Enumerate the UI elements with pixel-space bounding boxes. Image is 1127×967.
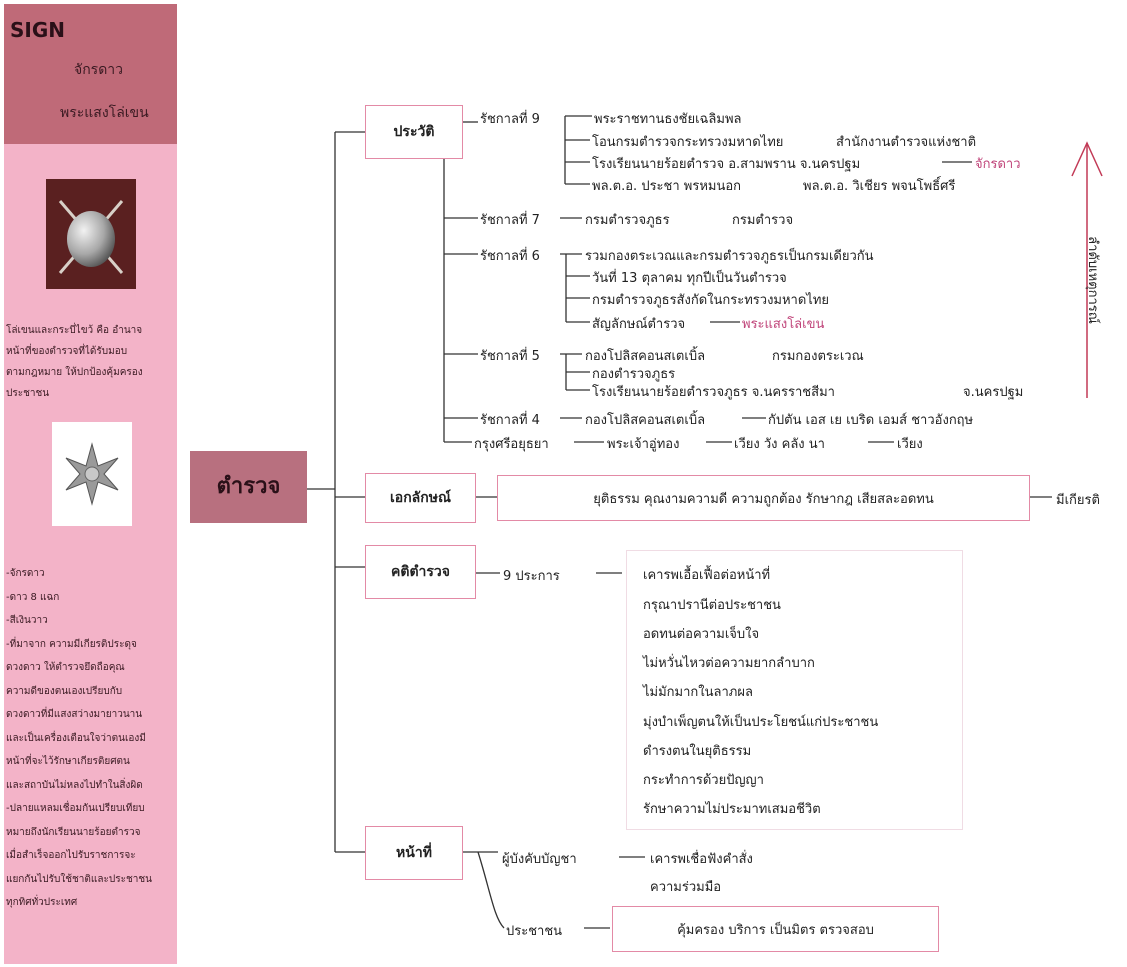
duty-public-label: ประชาชน <box>506 924 563 939</box>
duty-box: หน้าที่ <box>365 826 463 880</box>
ayutthaya-label: กรุงศรีอยุธยา <box>474 437 549 452</box>
root-label: ตำรวจ <box>216 474 281 499</box>
duty-commander-item: ความร่วมมือ <box>650 880 722 895</box>
history-item: กองตำรวจภูธร <box>592 367 676 382</box>
history-item: กรมตำรวจภูธร <box>585 213 670 228</box>
history-item: รวมกองตระเวณและกรมตำรวจภูธรเป็นกรมเดียวก… <box>585 249 874 264</box>
history-item: กรมตำรวจ <box>732 213 794 228</box>
identity-values: ยุติธรรม คุณงามความดี ความถูกต้อง รักษาก… <box>593 491 934 507</box>
duty-label: หน้าที่ <box>396 845 432 861</box>
history-item: พล.ต.อ. ประชา พรหมนอก <box>592 179 742 194</box>
history-item: วันที่ 13 ตุลาคม ทุกปีเป็นวันตำรวจ <box>592 271 787 286</box>
motto-item: อดทนต่อความเจ็บใจ <box>643 627 760 642</box>
sidebar-description-star: -จักรดาว -ดาว 8 แฉก -สีเงินวาว -ที่มาจาก… <box>6 568 152 908</box>
timeline-label: ลำดับเหตุการณ์ <box>1085 236 1100 324</box>
sign-line-shield: พระแสงโล่เขน <box>60 105 149 121</box>
star-emblem-image <box>52 422 132 526</box>
history-item: กองโปลิสคอนสเตเบิ้ล <box>585 349 706 364</box>
sign-title: SIGN <box>10 18 65 42</box>
sidebar-description-shield: โล่เขนและกระบี่ไขว้ คือ อำนาจ หน้าที่ของ… <box>6 325 143 399</box>
motto-item: กระทำการด้วยปัญญา <box>643 773 764 788</box>
history-item: กองโปลิสคอนสเตเบิ้ล <box>585 413 706 428</box>
identity-result: มีเกียรติ <box>1056 493 1100 508</box>
history-item: พล.ต.อ. วิเชียร พจนโพธิ์ศรี <box>803 179 956 194</box>
history-item: กัปตัน เอส เย เบริด เอมส์ ชาวอังกฤษ <box>768 413 974 428</box>
history-item: สัญลักษณ์ตำรวจ <box>592 317 686 332</box>
history-item: เวียง <box>897 437 923 452</box>
history-item: พระเจ้าอู่ทอง <box>607 437 680 452</box>
history-item-highlight: จักรดาว <box>975 157 1021 172</box>
motto-item: ไม่มักมากในลาภผล <box>643 685 753 700</box>
motto-item: รักษาความไม่ประมาทเสมอชีวิต <box>643 802 821 817</box>
motto-count: 9 ประการ <box>503 569 560 584</box>
duty-commander-label: ผู้บังคับบัญชา <box>502 852 577 867</box>
duty-public-items: คุ้มครอง บริการ เป็นมิตร ตรวจสอบ <box>677 922 874 938</box>
history-item: กรมตำรวจภูธรสังกัดในกระทรวงมหาดไทย <box>592 293 830 308</box>
motto-item: ไม่หวั่นไหวต่อความยากลำบาก <box>643 656 815 671</box>
identity-label: เอกลักษณ์ <box>390 490 451 506</box>
duty-public-box: คุ้มครอง บริการ เป็นมิตร ตรวจสอบ <box>612 906 939 952</box>
motto-item: ดำรงตนในยุติธรรม <box>643 744 752 759</box>
identity-box: เอกลักษณ์ <box>365 473 476 523</box>
history-item: โอนกรมตำรวจกระทรวงมหาดไทย <box>592 135 784 150</box>
history-item: โรงเรียนนายร้อยตำรวจภูธร จ.นครราชสีมา <box>592 385 835 400</box>
motto-item: กรุณาปรานีต่อประชาชน <box>643 598 781 613</box>
motto-item: มุ่งบำเพ็ญตนให้เป็นประโยชน์แก่ประชาชน <box>643 715 879 730</box>
history-label: ประวัติ <box>393 124 435 140</box>
reign-5-label: รัชกาลที่ 5 <box>480 349 540 364</box>
reign-7-label: รัชกาลที่ 7 <box>480 213 540 228</box>
shield-emblem-image <box>46 179 136 289</box>
motto-item: เคารพเอื้อเฟื้อต่อหน้าที่ <box>643 568 771 583</box>
reign-4-label: รัชกาลที่ 4 <box>480 413 540 428</box>
root-node: ตำรวจ <box>190 451 307 523</box>
history-item: โรงเรียนนายร้อยตำรวจ อ.สามพราน จ.นครปฐม <box>592 157 861 172</box>
reign-6-label: รัชกาลที่ 6 <box>480 249 540 264</box>
history-item: เวียง วัง คลัง นา <box>734 437 825 452</box>
motto-box: คติตำรวจ <box>365 545 476 599</box>
history-box: ประวัติ <box>365 105 463 159</box>
sidebar-panel: SIGN จักรดาว พระแสงโล่เขน โล่เขนและกระบี… <box>4 4 177 964</box>
history-item: พระราชทานธงชัยเฉลิมพล <box>594 112 742 127</box>
history-item: สำนักงานตำรวจแห่งชาติ <box>836 135 977 150</box>
history-item: จ.นครปฐม <box>963 385 1024 400</box>
identity-values-box: ยุติธรรม คุณงามความดี ความถูกต้อง รักษาก… <box>497 475 1030 521</box>
reign-9-label: รัชกาลที่ 9 <box>480 112 540 127</box>
history-item: กรมกองตระเวณ <box>772 349 864 364</box>
duty-commander-item: เคารพเชื่อฟังคำสั่ง <box>650 852 753 867</box>
timeline-arrow <box>1071 141 1103 398</box>
sign-header: SIGN จักรดาว พระแสงโล่เขน <box>4 4 177 144</box>
motto-label: คติตำรวจ <box>391 564 450 580</box>
motto-list-box <box>626 550 963 830</box>
sign-line-chakdao: จักรดาว <box>74 62 124 78</box>
history-item-highlight: พระแสงโล่เขน <box>742 317 825 332</box>
